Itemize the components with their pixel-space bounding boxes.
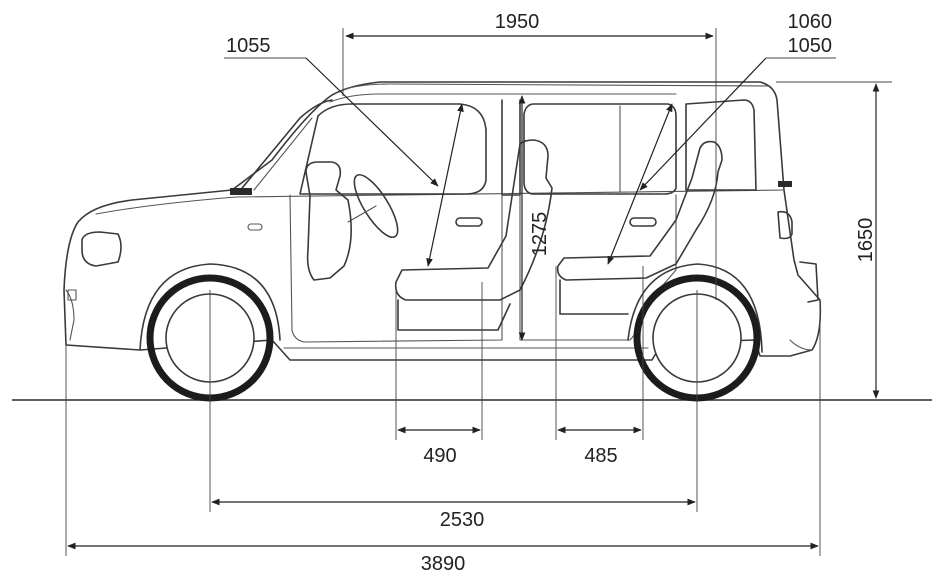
label-interior-height: 1275: [529, 212, 551, 257]
front-headroom-line: [305, 57, 439, 187]
label-overall-length: 3890: [421, 553, 466, 575]
front-seat-headroom-arrow: [426, 103, 464, 267]
label-front-seat-cushion: 490: [423, 445, 456, 467]
label-wheelbase: 2530: [440, 509, 485, 531]
extension-lines: [65, 28, 892, 556]
label-rear-headroom-a: 1060: [788, 11, 833, 33]
label-rear-headroom-b: 1050: [788, 35, 833, 57]
dimension-labels: 1950 1055 1060 1050 1275 1650 490 485 25…: [226, 11, 877, 575]
dimension-lines: [67, 32, 880, 550]
rear-headroom-line-a: [639, 57, 767, 191]
label-rear-seat-cushion: 485: [584, 445, 617, 467]
label-interior-length: 1950: [495, 11, 540, 33]
label-front-headroom: 1055: [226, 35, 271, 57]
rear-seat-headroom-arrow: [607, 103, 673, 265]
label-overall-height: 1650: [855, 218, 877, 263]
